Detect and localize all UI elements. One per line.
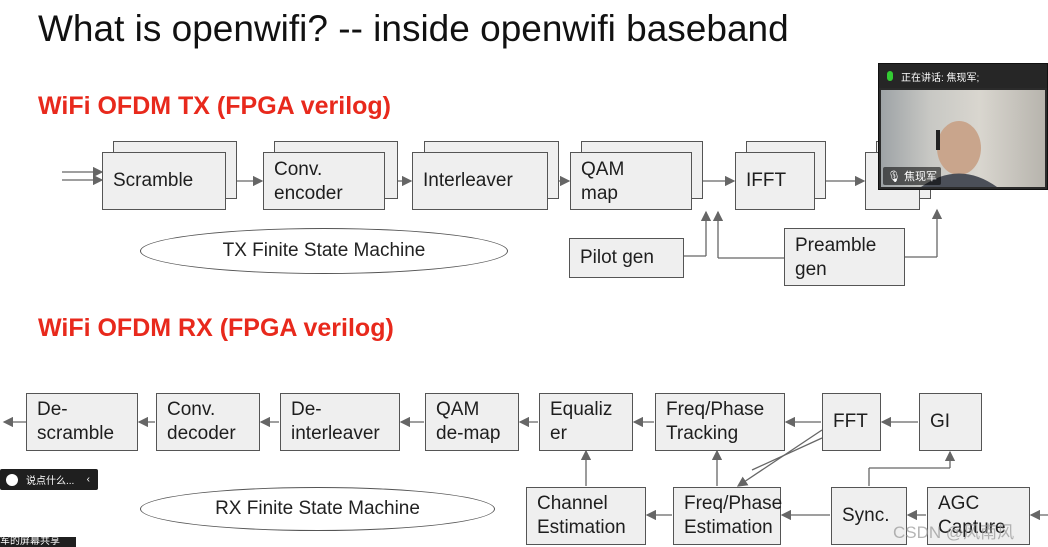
freq-phase-estimation-block: Freq/Phase Estimation: [673, 487, 782, 545]
qam-demap-block: QAM de-map: [425, 393, 519, 451]
conv-decoder-block: Conv. decoder: [156, 393, 260, 451]
tx-fsm-ellipse: TX Finite State Machine: [140, 228, 508, 274]
scramble-block: Scramble: [102, 152, 226, 210]
speaker-video-overlay[interactable]: 正在讲话: 焦现军; 🎙 焦现军: [878, 63, 1048, 190]
descramble-block: De- scramble: [26, 393, 138, 451]
agc-capture-block: AGC Capture: [927, 487, 1030, 545]
chat-placeholder[interactable]: 说点什么...: [26, 476, 75, 487]
microphone-icon: 🎙: [887, 171, 901, 183]
gi-block: GI: [919, 393, 982, 451]
qam-map-block: QAM map: [570, 152, 692, 210]
pilot-gen-block: Pilot gen: [569, 238, 684, 278]
channel-estimation-block: Channel Estimation: [526, 487, 646, 545]
video-speaking-bar: 正在讲话: 焦现军;: [879, 64, 1047, 88]
chevron-left-icon[interactable]: ‹: [86, 474, 90, 485]
equalizer-block: Equaliz er: [539, 393, 633, 451]
interleaver-block: Interleaver: [412, 152, 548, 210]
sync-block: Sync.: [831, 487, 907, 545]
rx-section-heading: WiFi OFDM RX (FPGA verilog): [38, 314, 394, 342]
preamble-gen-block: Preamble gen: [784, 228, 905, 286]
rx-fsm-ellipse: RX Finite State Machine: [140, 487, 495, 531]
deinterleaver-block: De- interleaver: [280, 393, 400, 451]
ifft-block: IFFT: [735, 152, 815, 210]
speaking-label: 正在讲话: 焦现军;: [901, 72, 980, 84]
tx-section-heading: WiFi OFDM TX (FPGA verilog): [38, 92, 392, 120]
speaker-name-tag: 🎙 焦现军: [883, 167, 942, 185]
screen-share-label: 军的屏幕共享: [0, 537, 76, 547]
freq-phase-tracking-block: Freq/Phase Tracking: [655, 393, 785, 451]
microphone-icon: [887, 71, 893, 81]
slide-title: What is openwifi? -- inside openwifi bas…: [38, 8, 789, 49]
conv-encoder-block: Conv. encoder: [263, 152, 385, 210]
smiley-icon[interactable]: [6, 473, 18, 486]
chat-input-pill[interactable]: 说点什么... ‹: [0, 469, 98, 490]
watermark: CSDN @风南风: [893, 523, 1015, 542]
fft-block: FFT: [822, 393, 881, 451]
speaker-name: 焦现军: [904, 171, 938, 183]
